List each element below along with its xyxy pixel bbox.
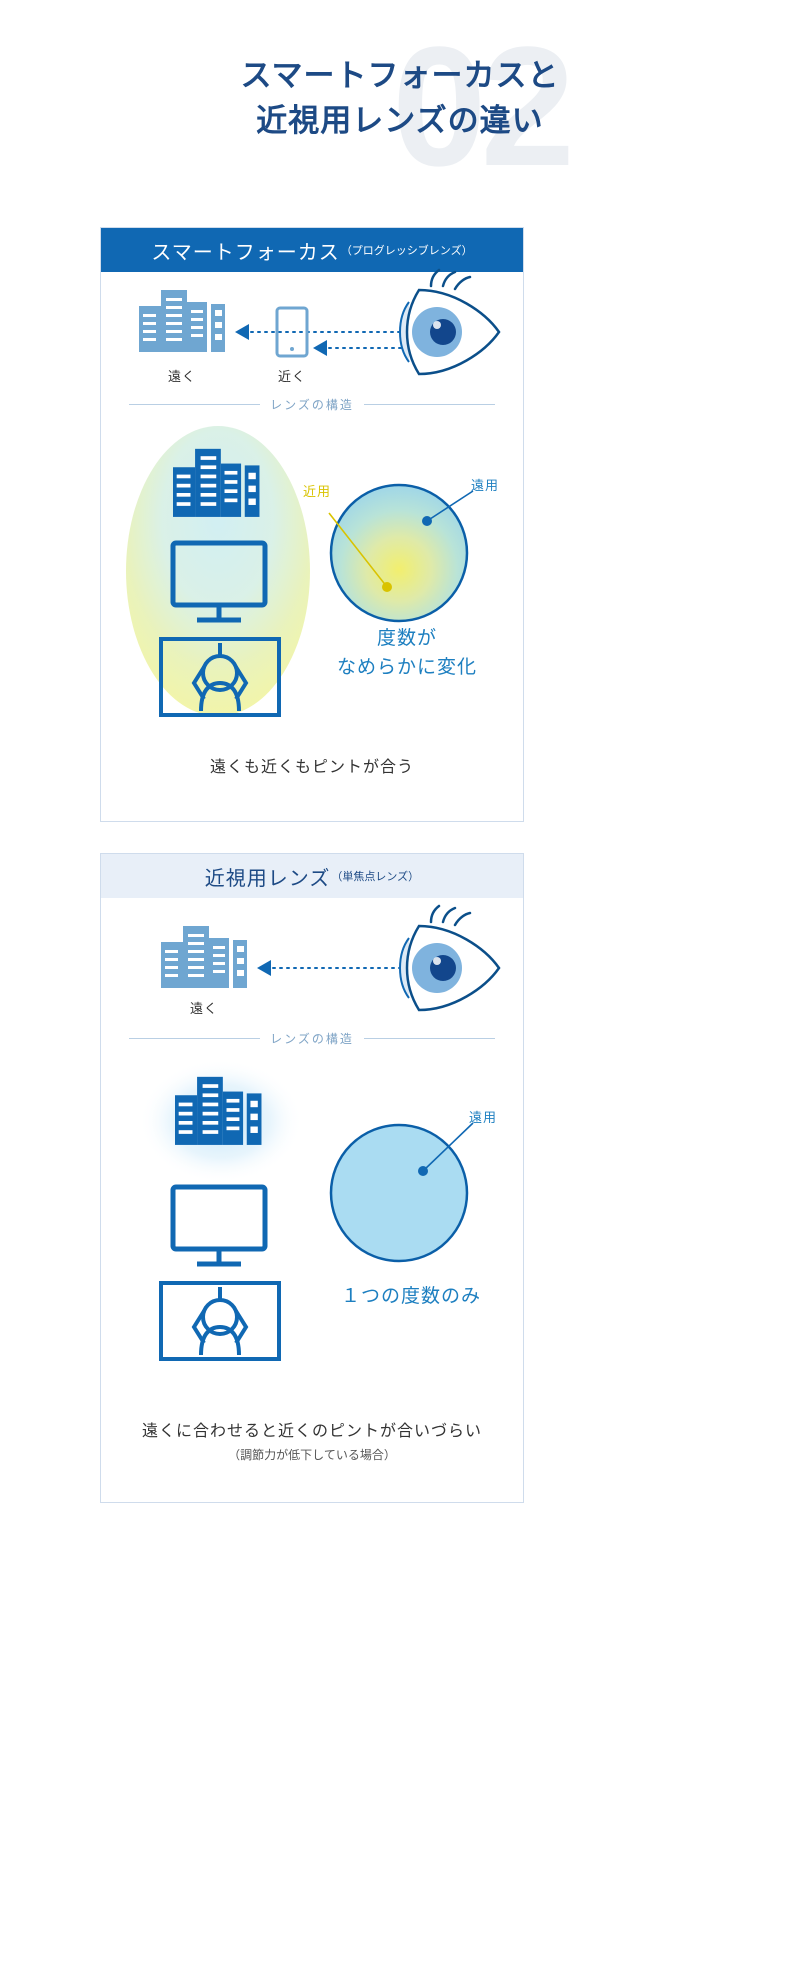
buildings-icon: [175, 1076, 262, 1145]
smart-blurb-line1: 度数が: [376, 628, 437, 649]
divider-line-right: [363, 404, 496, 405]
monitor-icon: [170, 1184, 268, 1267]
smart-label-far: 遠く: [167, 369, 196, 384]
reading-person-icon: [159, 637, 281, 717]
myopia-tag-far: 遠用: [469, 1110, 498, 1125]
myopia-footnote: 遠くに合わせると近くのピントが合いづらい （調節力が低下している場合）: [101, 1417, 523, 1463]
watermark-number: 02: [392, 12, 575, 202]
smartphone-icon: [275, 306, 309, 358]
gradient-lens-circle: [328, 483, 474, 623]
smart-structure-graphic: [126, 426, 474, 717]
myopia-divider-label: レンズの構造: [270, 1032, 354, 1046]
myopia-footnote-sub: （調節力が低下している場合）: [228, 1448, 396, 1462]
near-leader-line: [328, 512, 388, 588]
card-myopia-header-sub: （単焦点レンズ）: [331, 871, 420, 883]
card-myopia-body: 遠く レンズの構造: [101, 898, 523, 1477]
myopia-eye-row: 遠く: [101, 898, 523, 1026]
buildings-icon: [139, 290, 225, 352]
smart-footnote-text: 遠くも近くもピントが合う: [209, 759, 414, 776]
monitor-icon: [170, 540, 268, 623]
divider-line-right: [363, 1038, 496, 1039]
divider-line-left: [129, 404, 261, 405]
myopia-structure-divider: レンズの構造: [101, 1030, 523, 1047]
card-myopia-header: 近視用レンズ （単焦点レンズ）: [101, 854, 523, 898]
card-smart-header: スマートフォーカス （プログレッシブレンズ）: [101, 228, 523, 272]
card-smart-body: 遠く 近く レンズの構造: [101, 268, 523, 793]
smart-blurb-line2: なめらかに変化: [336, 656, 477, 678]
power-gradient-blob: [126, 426, 310, 716]
eye-lens-icon: [399, 268, 501, 376]
dotted-arrow-left-near: [313, 340, 402, 356]
dotted-arrow-left-far: [257, 960, 402, 976]
myopia-eye-diagram: [161, 904, 501, 1012]
dotted-arrow-left-far: [235, 324, 402, 340]
myopia-footnote-text: 遠くに合わせると近くのピントが合いづらい: [141, 1423, 482, 1440]
smart-blurb: 度数が なめらかに変化: [317, 625, 497, 682]
smart-structure-area: 近用 遠用 度数が なめらかに変化 遠くも近くもピントが合う: [101, 413, 523, 793]
card-smart-header-main: スマートフォーカス: [151, 241, 340, 264]
divider-line-left: [129, 1038, 261, 1039]
smart-label-near: 近く: [277, 369, 306, 384]
card-myopia-lens: 近視用レンズ （単焦点レンズ）: [100, 853, 524, 1503]
page-title-line2: 近視用レンズの違い: [256, 102, 544, 138]
myopia-structure-graphic: [139, 1059, 474, 1361]
card-smart-focus: スマートフォーカス （プログレッシブレンズ）: [100, 227, 524, 822]
far-leader-line: [426, 490, 474, 522]
card-smart-header-sub: （プログレッシブレンズ）: [340, 245, 473, 257]
eye-lens-icon: [399, 904, 501, 1012]
far-leader-line: [422, 1122, 474, 1172]
myopia-label-far: 遠く: [189, 1001, 218, 1016]
smart-eye-row: 遠く 近く: [101, 268, 523, 392]
flat-blue-lens-circle: [329, 1122, 474, 1263]
buildings-icon: [173, 448, 260, 517]
page-title-line1: スマートフォーカスと: [240, 58, 560, 93]
myopia-blurb-line1: １つの度数のみ: [340, 1286, 481, 1307]
smart-footnote: 遠くも近くもピントが合う: [101, 753, 523, 777]
page-title: スマートフォーカスと 近視用レンズの違い: [0, 54, 800, 144]
myopia-blurb: １つの度数のみ: [311, 1283, 511, 1312]
card-myopia-header-main: 近視用レンズ: [204, 867, 331, 890]
reading-person-icon: [159, 1281, 281, 1361]
myopia-structure-area: 遠用 １つの度数のみ 遠くに合わせると近くのピントが合いづらい （調節力が低下し…: [101, 1047, 523, 1477]
smart-structure-divider: レンズの構造: [101, 396, 523, 413]
smart-tag-near: 近用: [303, 484, 332, 499]
smart-tag-far: 遠用: [471, 478, 500, 493]
buildings-icon: [161, 926, 247, 988]
smart-divider-label: レンズの構造: [270, 398, 354, 412]
title-block: 02 スマートフォーカスと 近視用レンズの違い: [0, 0, 800, 202]
smart-eye-diagram: [139, 268, 501, 376]
